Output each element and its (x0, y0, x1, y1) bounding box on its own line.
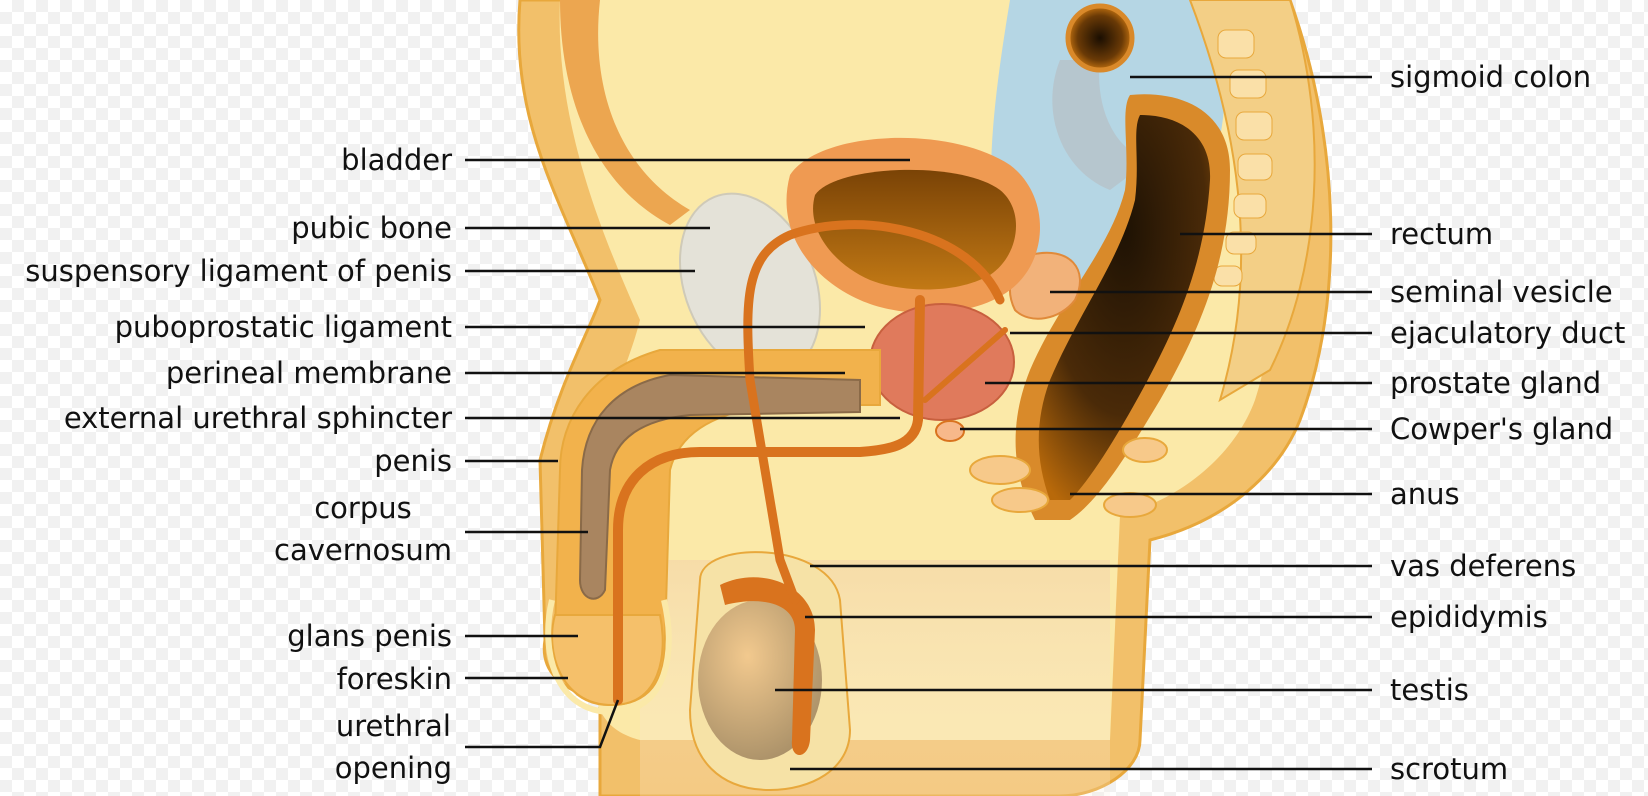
cowpers-gland-shape (935, 420, 965, 442)
urethra-ducts (613, 220, 1008, 705)
glans-shape (551, 614, 664, 707)
label-urethral-opening-line2: opening (334, 751, 452, 785)
label-rectum: rectum (1390, 217, 1494, 251)
label-urethral-opening-line1: urethral (335, 709, 451, 743)
corpus-cavernosum-shape (578, 373, 861, 600)
label-glans-penis: glans penis (287, 619, 452, 653)
label-anus: anus (1390, 477, 1460, 511)
label-testis: testis (1390, 673, 1469, 707)
label-puboprostatic-ligament: puboprostatic ligament (114, 310, 452, 344)
rectum-shape (1015, 94, 1230, 520)
label-seminal-vesicle: seminal vesicle (1390, 275, 1613, 309)
label-corpus-cavernosum: corpus cavernosum (274, 491, 452, 567)
label-epididymis: epididymis (1390, 600, 1548, 634)
label-sigmoid-colon: sigmoid colon (1390, 60, 1592, 94)
label-penis: penis (374, 444, 452, 478)
scrotum-shape (688, 551, 852, 792)
leader-lines-right (775, 75, 1372, 771)
label-scrotum: scrotum (1390, 752, 1509, 786)
label-urethral-opening: urethral opening (335, 709, 452, 785)
label-suspensory-ligament: suspensory ligament of penis (25, 254, 452, 288)
label-perineal-membrane: perineal membrane (165, 356, 452, 390)
urethra-path (613, 295, 925, 705)
penis-shape (545, 349, 881, 716)
perineal-muscles (969, 437, 1168, 518)
vas-deferens-path (743, 220, 1005, 605)
label-corpus-cavernosum-line2: cavernosum (274, 533, 452, 567)
label-vas-deferens: vas deferens (1390, 549, 1577, 583)
label-bladder: bladder (341, 143, 452, 177)
ejaculatory-duct-path (922, 327, 1008, 403)
label-corpus-cavernosum-line1: corpus (314, 491, 412, 525)
epididymis-shape (720, 577, 815, 755)
label-ejaculatory-duct: ejaculatory duct (1390, 316, 1626, 350)
testis-shape (698, 600, 822, 760)
label-foreskin: foreskin (336, 662, 452, 696)
label-prostate-gland: prostate gland (1390, 366, 1602, 400)
sigmoid-colon-shape (1052, 3, 1150, 190)
foreskin-shape (545, 599, 672, 716)
label-pubic-bone: pubic bone (291, 211, 452, 245)
label-cowpers-gland: Cowper's gland (1390, 412, 1614, 446)
abdominal-wall (560, 0, 690, 225)
label-external-urethral-sphincter: external urethral sphincter (63, 401, 452, 435)
prostate-shape (869, 303, 1015, 421)
leader-lines-left (465, 158, 910, 749)
